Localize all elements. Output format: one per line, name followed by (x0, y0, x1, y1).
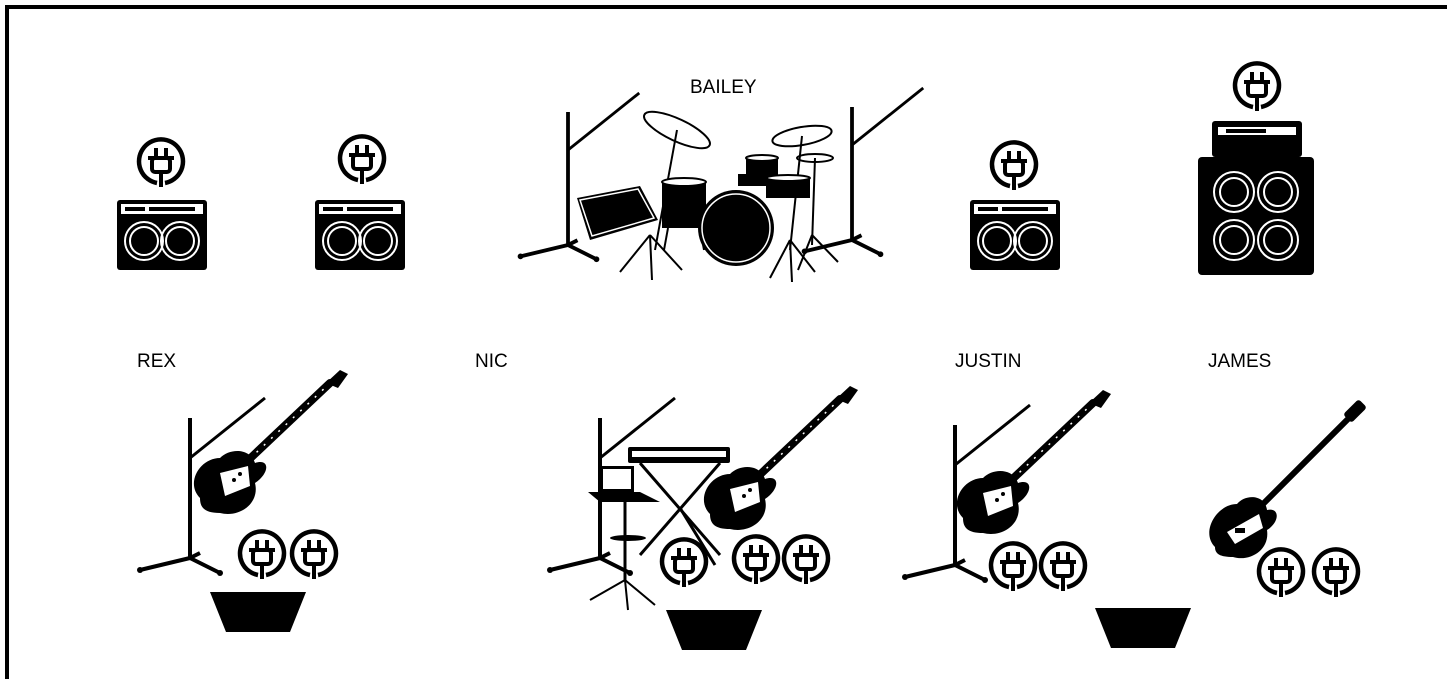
power-plug-icon (1314, 549, 1358, 597)
mic-stand-icon (802, 88, 924, 257)
power-plug-icon (1235, 63, 1279, 111)
combo-amp-icon (315, 200, 405, 270)
amp-stack-icon (1198, 121, 1314, 275)
power-plug-icon (991, 543, 1035, 591)
combo-amp-icon (117, 200, 207, 270)
power-plug-icon (734, 536, 778, 584)
power-plug-icon (992, 142, 1036, 190)
combo-amp-icon (970, 200, 1060, 270)
power-plug-icon (340, 136, 384, 184)
stage-frame (7, 7, 1447, 679)
electric-guitar-icon (957, 390, 1111, 534)
electric-guitar-icon (194, 370, 348, 514)
label-nic: NIC (475, 351, 508, 372)
monitor-wedge-icon (1095, 608, 1191, 648)
power-plug-icon (1041, 543, 1085, 591)
power-plug-icon (784, 536, 828, 584)
drum-kit-icon (577, 105, 838, 282)
power-plug-icon (292, 531, 336, 579)
monitor-wedge-icon (666, 610, 762, 650)
power-plug-icon (662, 539, 706, 587)
mic-stand-icon (518, 93, 640, 262)
monitor-wedge-icon (210, 592, 306, 632)
label-bailey: BAILEY (690, 77, 757, 98)
label-justin: JUSTIN (955, 351, 1022, 372)
label-rex: REX (137, 351, 176, 372)
power-plug-icon (1259, 549, 1303, 597)
power-plug-icon (139, 139, 183, 187)
power-plug-icon (240, 531, 284, 579)
label-james: JAMES (1208, 351, 1271, 372)
bass-guitar-icon (1209, 399, 1367, 558)
